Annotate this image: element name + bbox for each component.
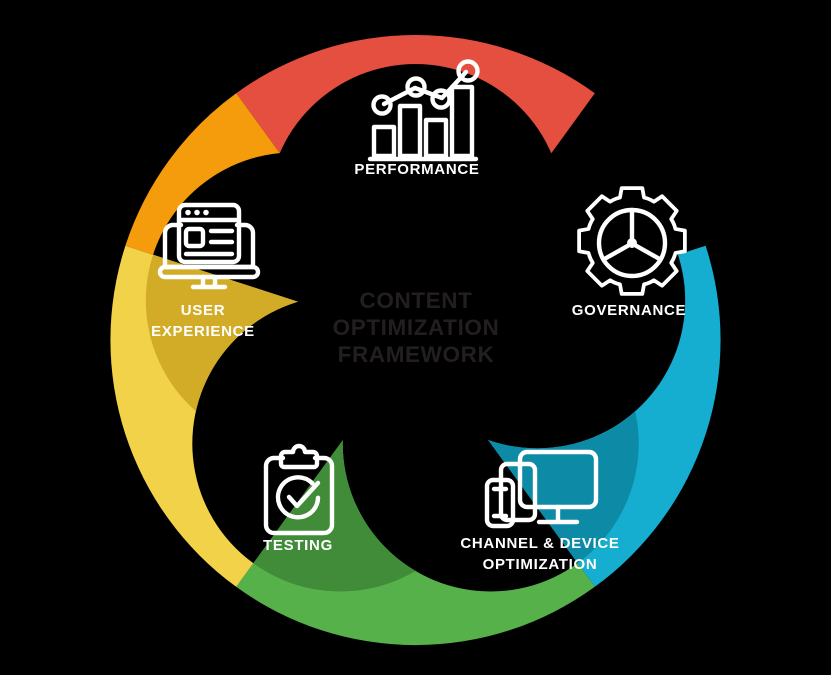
segment-performance-label: PERFORMANCE: [354, 161, 479, 178]
monitor-browser-icon: [157, 202, 261, 290]
center-title-line3: FRAMEWORK: [338, 342, 495, 367]
segment-user-experience-label-line2: EXPERIENCE: [151, 323, 255, 340]
segment-governance-label: GOVERNANCE: [572, 302, 687, 319]
segment-user-experience-label-line1: USER: [181, 302, 225, 319]
bar-chart-line-icon: [367, 59, 480, 162]
clipboard-check-icon: [263, 443, 335, 536]
center-title-line2: OPTIMIZATION: [333, 315, 500, 340]
segment-labels: PERFORMANCE GOVERNANCE CHANNEL & DEVICE …: [151, 161, 687, 573]
segment-channel-device-optimization-label-line2: OPTIMIZATION: [483, 556, 598, 573]
segment-user-experience-overlap: [267, 64, 564, 360]
devices-icon: [484, 449, 599, 529]
segment-testing-label: TESTING: [263, 537, 333, 554]
center-title: CONTENT OPTIMIZATION FRAMEWORK: [333, 288, 500, 367]
gear-icon: [577, 186, 687, 296]
center-title-line1: CONTENT: [360, 288, 473, 313]
segment-channel-device-optimization-label-line1: CHANNEL & DEVICE: [460, 535, 619, 552]
